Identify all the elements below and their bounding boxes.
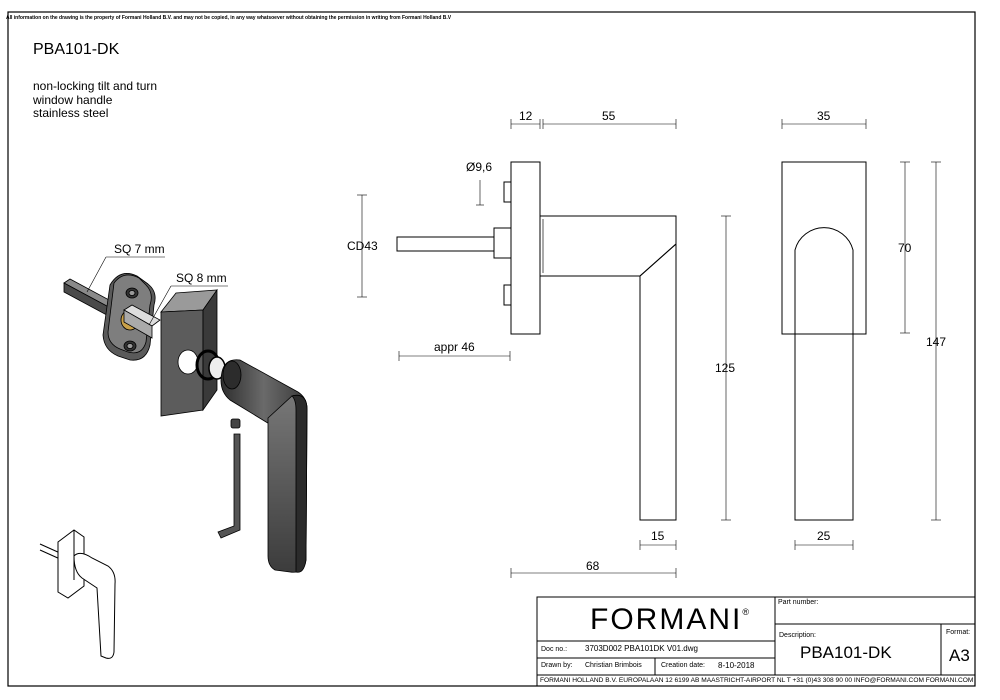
dim-147: 147 xyxy=(926,335,947,349)
dimension-lines xyxy=(86,119,941,578)
dim-125: 125 xyxy=(715,361,736,375)
description-line: stainless steel xyxy=(33,106,109,120)
side-view xyxy=(396,161,677,521)
disclaimer-text: All information on the drawing is the pr… xyxy=(6,15,452,21)
dim-35: 35 xyxy=(817,109,831,123)
sq8-callout: SQ 8 mm xyxy=(176,271,227,285)
drawn-by-value: Christian Brimbois xyxy=(585,662,642,669)
dim-25: 25 xyxy=(817,529,831,543)
description-label: Description: xyxy=(779,632,816,639)
product-description: non-locking tilt and turn window handle … xyxy=(33,79,158,121)
brand-logo: FORMANI® xyxy=(590,603,751,636)
sheet-border xyxy=(7,11,976,687)
description-value: PBA101-DK xyxy=(800,643,892,662)
description-line: non-locking tilt and turn xyxy=(33,79,158,93)
product-code: PBA101-DK xyxy=(33,41,120,58)
creation-date-label: Creation date: xyxy=(661,662,705,669)
format-value: A3 xyxy=(949,646,970,665)
creation-date-value: 8-10-2018 xyxy=(718,661,755,670)
dim-70: 70 xyxy=(898,241,912,255)
doc-no-value: 3703D002 PBA101DK V01.dwg xyxy=(585,644,698,653)
part-number-label: Part number: xyxy=(778,599,819,606)
dim-diameter: Ø9,6 xyxy=(466,160,493,174)
front-view xyxy=(781,161,867,521)
doc-no-label: Doc no.: xyxy=(541,646,568,653)
company-footer: FORMANI HOLLAND B.V. EUROPALAAN 12 6199 … xyxy=(540,677,974,684)
sq7-callout: SQ 7 mm xyxy=(114,242,165,256)
dim-12: 12 xyxy=(519,109,533,123)
dim-appr46: appr 46 xyxy=(434,340,475,354)
format-label: Format: xyxy=(946,629,971,636)
drawn-by-label: Drawn by: xyxy=(541,662,573,669)
dim-55: 55 xyxy=(602,109,616,123)
dim-cd43: CD43 xyxy=(347,239,378,253)
description-line: window handle xyxy=(33,92,113,107)
thumbnail-view xyxy=(39,529,116,659)
exploded-view xyxy=(63,273,308,573)
dim-15: 15 xyxy=(651,529,665,543)
title-block-grid xyxy=(536,596,976,687)
dim-68: 68 xyxy=(586,559,600,573)
